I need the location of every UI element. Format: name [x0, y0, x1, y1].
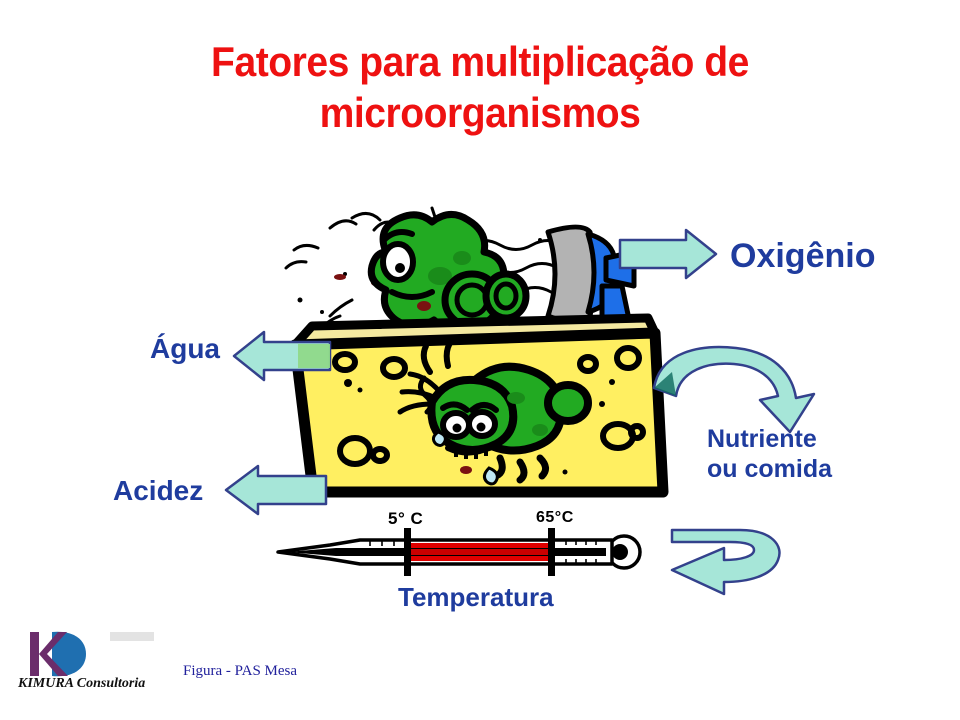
- page-title: Fatores para multiplicação de microorgan…: [211, 38, 749, 137]
- arrow-oxigenio: [618, 228, 718, 280]
- logo-wordmark: KIMURA Consultoria: [18, 676, 146, 691]
- microbe-top-icon: [367, 211, 530, 332]
- label-oxigenio: Oxigênio: [730, 237, 876, 275]
- thermometer-low-tick-label: 5° C: [388, 509, 424, 528]
- thermometer-icon: [276, 528, 642, 576]
- label-agua: Água: [150, 333, 220, 364]
- thermometer-high-tick-label: 65°C: [536, 509, 574, 526]
- label-acidez: Acidez: [113, 475, 204, 506]
- microbe-inside-icon: [397, 337, 592, 486]
- scan-artifact: [110, 632, 154, 641]
- arrow-agua: [232, 330, 332, 382]
- arrow-acidez: [224, 464, 328, 516]
- label-temperatura: Temperatura: [398, 582, 554, 612]
- figure-credit: Figura - PAS Mesa: [183, 663, 298, 679]
- label-nutriente: Nutriente ou comida: [707, 425, 833, 483]
- kimura-logo-icon: [30, 631, 86, 677]
- arrow-temperatura-loop: [670, 528, 781, 596]
- arrow-nutriente: [652, 345, 816, 434]
